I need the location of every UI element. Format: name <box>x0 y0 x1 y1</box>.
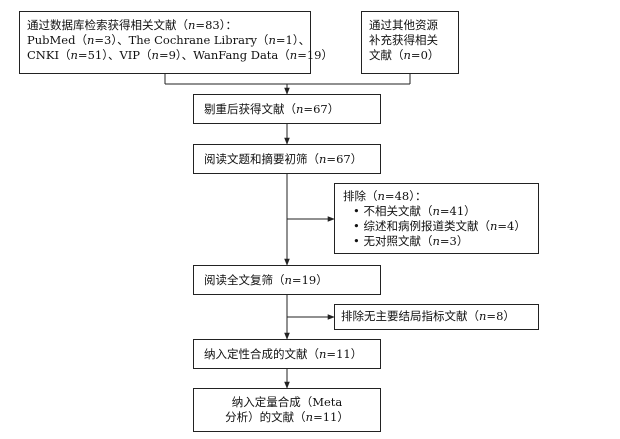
quant-line-2: 分析）的文献（n=11） <box>225 410 349 424</box>
search-box-line-1: 通过数据库检索获得相关文献（n=83）： <box>27 18 237 32</box>
qualitative-synthesis-box: 纳入定性合成的文献（n=11） <box>193 339 381 369</box>
dedup-box: 剔重后获得文献（n=67） <box>193 94 381 124</box>
other-box-line-2: 补充获得相关 <box>369 33 438 47</box>
exclusion-1-title: 排除（n=48）： <box>343 189 427 203</box>
exclusion-2-text: 排除无主要结局指标文献（n=8） <box>341 309 515 323</box>
search-box-line-3: CNKI（n=51）、VIP（n=9）、WanFang Data（n=19） <box>27 48 333 62</box>
fulltext-screen-box: 阅读全文复筛（n=19） <box>193 265 381 295</box>
fulltext-text: 阅读全文复筛（n=19） <box>204 273 328 287</box>
other-sources-box: 通过其他资源 补充获得相关 文献（n=0） <box>361 11 459 74</box>
search-box-line-2: PubMed（n=3）、The Cochrane Library（n=1）、 <box>27 33 311 47</box>
quant-line-1: 纳入定量合成（Meta <box>231 395 343 409</box>
exclusion-1-item: • 不相关文献（n=41） <box>353 204 476 218</box>
exclusion-1-item: • 无对照文献（n=3） <box>353 234 469 248</box>
dedup-text: 剔重后获得文献（n=67） <box>204 102 340 116</box>
exclusion-1-item: • 综述和病例报道类文献（n=4） <box>353 219 526 233</box>
screen-text: 阅读文题和摘要初筛（n=67） <box>204 152 363 166</box>
exclusion-box-2: 排除无主要结局指标文献（n=8） <box>334 304 539 330</box>
other-box-line-3: 文献（n=0） <box>369 48 440 62</box>
title-abstract-screen-box: 阅读文题和摘要初筛（n=67） <box>193 144 381 174</box>
quantitative-synthesis-box: 纳入定量合成（Meta 分析）的文献（n=11） <box>193 388 381 432</box>
database-search-box: 通过数据库检索获得相关文献（n=83）： PubMed（n=3）、The Coc… <box>19 11 333 74</box>
other-box-line-1: 通过其他资源 <box>369 18 438 32</box>
qual-text: 纳入定性合成的文献（n=11） <box>204 347 363 361</box>
exclusion-box-1: 排除（n=48）： • 不相关文献（n=41） • 综述和病例报道类文献（n=4… <box>334 183 539 254</box>
